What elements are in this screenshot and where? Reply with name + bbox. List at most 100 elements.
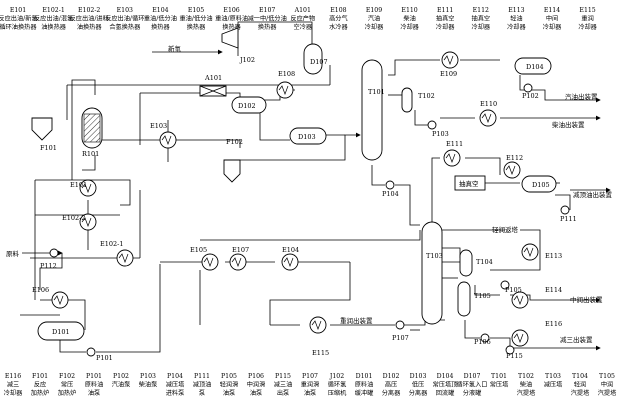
exchanger-E105: E105 [190,246,219,271]
label-E102-2: E102-2 [62,214,85,222]
exchanger-E116: E116 [511,320,562,347]
stream-labels: 新氢 原料 汽油出装置 柴油出装置 减顶油出装置 轻润返塔 中润出装置 重润出装… [6,44,613,344]
label-new-hydrogen: 新氢 [168,44,182,53]
tower-T105: T105 [457,281,491,317]
footer-legend-item-12-line-2: 压缩机 [328,389,347,397]
header-legend-item-7-line-0: E107 [259,7,275,14]
pump-P101: P101 [86,347,113,362]
exchanger-E102-2: E102-2 [62,213,97,231]
exchanger-E101: E101 [70,179,97,197]
header-legend-item-8-line-0: A101 [294,7,311,14]
label-E103: E103 [150,122,167,130]
footer-legend-item-14-line-2: 分离器 [382,389,401,397]
footer-legend-item-11-line-0: P107 [302,373,318,380]
header-legend-item-3-line-0: E103 [117,7,133,14]
label-E114: E114 [545,286,562,294]
label-heavy-lube-out: 重润出装置 [340,316,373,325]
footer-legend-item-8-line-0: P105 [221,373,237,380]
vacuum-unit: 抽真空 [454,175,486,191]
footer-legend-item-0-line-1: 减三 [7,381,19,389]
aircooler-A101: A101 [199,74,227,97]
header-legend-item-4-line-0: E104 [152,7,168,14]
label-A101: A101 [204,74,222,82]
label-P103: P103 [432,130,449,138]
footer-legend-item-4-line-0: P102 [113,373,129,380]
label-D102: D102 [238,102,256,110]
exchanger-E109: E109 [440,51,459,78]
label-E115: E115 [312,349,329,357]
footer-legend-item-7-line-1: 减顶油 [193,381,212,389]
header-legend-item-10-line-2: 冷却器 [365,23,384,31]
header-legend-item-2-line-0: E102-2 [78,7,100,14]
footer-legend-item-0-line-0: E116 [5,373,21,380]
footer-legend-item-17-line-1: 循环氢入口 [457,381,488,389]
equipment: J102 D107 E108 A101 D102 D103 [31,27,577,362]
footer-legend-item-3-line-1: 原料油 [85,381,104,389]
label-D101: D101 [52,328,70,336]
footer-legend-item-20-line-1: 减压塔 [544,381,563,389]
footer-legend-item-10-line-1: 减三油 [274,381,293,389]
footer-legend-item-14-line-0: D102 [383,373,400,380]
header-legend-item-7-line-2: 换热器 [258,23,277,31]
header-legend-item-3-line-1: 反应出油/循环 [105,15,144,23]
footer-legend-item-9-line-1: 中润滑 [247,381,266,389]
header-legend-item-14-line-0: E113 [508,7,524,14]
header-legend-item-0-line-1: 反应出油/新氢 [0,15,38,23]
label-E111: E111 [446,140,463,148]
label-E116: E116 [545,320,562,328]
label-D107: D107 [310,58,328,66]
label-D103: D103 [298,133,316,141]
header-legend-item-5-line-2: 换热器 [187,23,206,31]
header-legend-item-15-line-0: E114 [544,7,560,14]
header-legend-item-0-line-0: E101 [10,7,26,14]
label-E113: E113 [545,252,562,260]
header-legend-item-13-line-0: E112 [473,7,489,14]
label-E112: E112 [506,154,523,162]
footer-legend-item-9-line-2: 油泵 [250,389,262,397]
footer-legend-item-3-line-2: 油泵 [88,389,100,397]
footer-legend-item-4-line-1: 汽油泵 [112,381,131,389]
footer-legend-item-15-line-1: 低压 [412,381,424,389]
footer-legend-item-1-line-1: 反应 [34,381,46,389]
exchanger-E114: E114 [511,286,562,309]
pump-P111: P111 [560,205,577,223]
footer-legend-item-11-line-1: 重润滑 [301,381,320,389]
exchanger-E113: E113 [521,243,562,261]
footer-legend-item-7-line-0: P111 [194,373,210,380]
label-D105: D105 [532,181,550,189]
header-legend-item-0-line-2: 循环油换热器 [0,23,37,31]
footer-legend-item-16-line-0: D104 [437,373,454,380]
footer-legend-item-5-line-1: 柴油泵 [139,381,158,389]
label-F101: F101 [40,144,57,152]
pump-P115: P115 [505,345,523,360]
footer-legend-item-6-line-2: 进料泵 [166,389,185,397]
footer-legend-item-8-line-1: 轻润滑 [220,381,239,389]
label-P101: P101 [96,354,113,362]
label-T101: T101 [368,88,385,96]
footer-legend-item-15-line-0: D103 [410,373,427,380]
header-legend-item-4-line-2: 换热器 [151,23,170,31]
exchanger-E115: E115 [309,316,329,357]
label-middle-lube-out: 中润出装置 [570,295,603,304]
pump-P104: P104 [382,180,399,198]
tower-T102: T102 [401,87,435,113]
drum-D102: D102 [231,96,267,114]
label-P107: P107 [392,334,409,342]
footer-legend-item-18-line-0: T101 [491,373,507,380]
label-E108: E108 [278,70,295,78]
label-E107: E107 [232,246,249,254]
header-legend-item-8-line-2: 空冷器 [294,23,313,31]
header-legend-item-11-line-0: E110 [401,7,417,14]
footer-legend-item-8-line-2: 油泵 [223,389,235,397]
tower-T101: T101 [361,59,385,161]
furnace-F102: F102 [223,138,243,183]
label-J102: J102 [239,56,255,64]
footer-legend-item-16-line-2: 回流罐 [436,389,455,397]
footer-legend-item-19-line-1: 柴油 [520,381,532,389]
header-legend-item-6-line-0: E106 [223,7,239,14]
label-E105: E105 [190,246,207,254]
exchanger-E103: E103 [150,122,177,149]
header-legend-item-14-line-2: 冷却器 [507,23,526,31]
header-legend-item-2-line-1: 反应出油/进料 [70,15,109,23]
footer-legend-item-14-line-1: 高压 [385,381,397,389]
